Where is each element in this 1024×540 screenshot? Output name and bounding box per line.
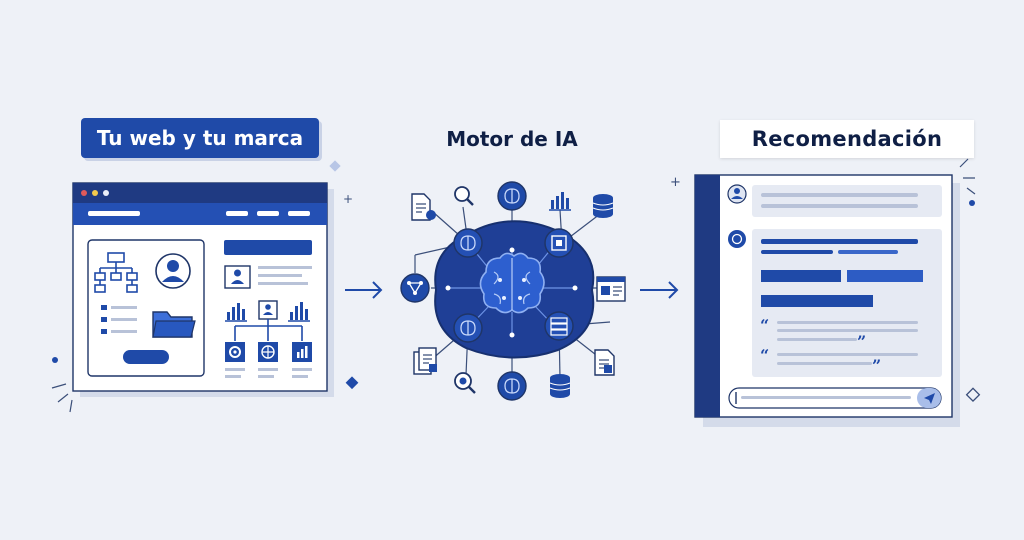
chat-input-field [728,387,942,409]
svg-text:+: + [670,175,681,190]
svg-text:“: “ [760,316,769,335]
list-icon [101,305,137,334]
globe-icon [258,342,278,362]
database-icon [592,194,614,218]
document-icon [411,193,436,221]
brain-icon [479,252,545,314]
svg-text:”: ” [872,356,881,375]
report-icon [594,349,615,376]
quote-icon: “ ” [760,316,918,351]
file-stack-icon [413,347,437,375]
brain-circle-bottom [497,371,527,401]
chat-window: “ ” “ ” [694,174,960,427]
browser-window [72,182,334,397]
arrow-right-icon [345,281,383,299]
sitemap-icon [94,252,138,293]
user-avatar-icon [155,253,191,289]
brain-circle-top [497,181,527,211]
decorations: + + [51,158,981,413]
recommendation-title: Recomendación [720,120,974,158]
svg-text:”: ” [857,332,866,351]
ai-engine-hub [400,181,626,401]
database-icon-2 [549,374,571,398]
bar-chart-icon [225,303,247,322]
assistant-icon [728,230,746,248]
chart-tile-icon [292,342,312,362]
chat-avatar-icon [727,184,747,204]
bar-chart-icon [549,192,571,211]
engine-title: Motor de IA [446,127,578,151]
search-icon [454,186,474,206]
server-icon [544,311,574,341]
bar-chart-icon-2 [288,302,310,322]
svg-text:+: + [343,192,353,206]
gear-icon [225,342,245,362]
quote-icon-2: “ ” [760,346,918,375]
folder-icon [152,311,196,338]
profile-card-icon [224,265,251,289]
action-button-shape [123,350,169,364]
search-icon-2 [454,372,476,394]
chip-icon [544,228,574,258]
arrow-right-icon-2 [640,281,679,299]
svg-text:“: “ [760,346,769,365]
send-icon [924,393,935,404]
brain-node-bottom-left [453,313,483,343]
website-title: Tu web y tu marca [81,118,319,158]
image-card-icon [596,276,626,302]
network-icon [400,273,430,303]
brain-node-top-left [453,228,483,258]
